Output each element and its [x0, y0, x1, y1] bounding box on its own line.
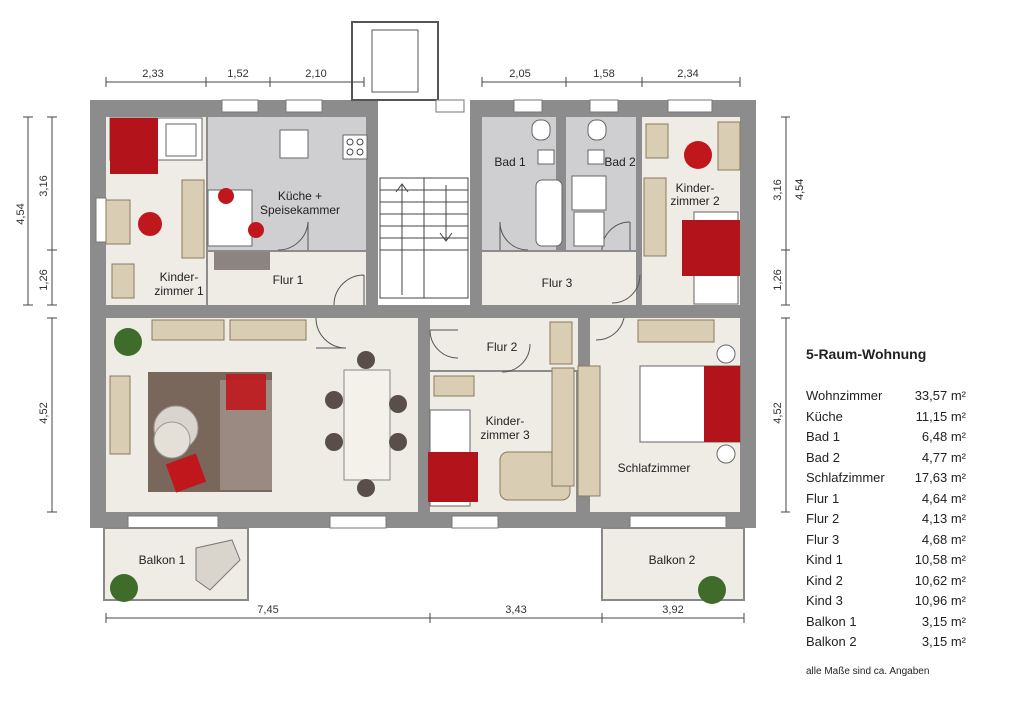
living-furniture: [109, 319, 407, 497]
legend-room-name: Kind 1: [806, 552, 843, 567]
dim-left-4: 4,52: [38, 402, 50, 423]
kinder1-furniture: [105, 117, 205, 299]
label-balkon1: Balkon 1: [139, 553, 186, 567]
room-flur3: [482, 252, 636, 305]
legend-room-name: Wohnzimmer: [806, 388, 883, 403]
label-kueche-a: Küche +: [278, 189, 322, 203]
legend-room-area: 11,15 m²: [915, 408, 966, 424]
label-kinder1-b: zimmer 1: [154, 284, 204, 298]
label-kinder3-a: Kinder-: [486, 414, 525, 428]
lounge-chair: [195, 539, 241, 591]
legend-room-name: Flur 3: [806, 531, 840, 547]
dim-bottom-2: 3,43: [505, 604, 526, 616]
dim-top-3: 2,10: [305, 68, 326, 80]
kinder2-furniture: [643, 121, 741, 305]
roof-hatch: [351, 21, 439, 101]
dim-right-2: 4,54: [794, 178, 806, 200]
dim-right-3: 1,26: [772, 269, 784, 290]
dimension-lines: [23, 77, 790, 623]
legend-room-area: 33,57 m²: [914, 388, 966, 403]
kitchen-fixtures: [207, 129, 368, 270]
legend-row: Bad 1 6,48 m²: [806, 427, 966, 448]
staircase: [379, 177, 469, 299]
legend-room-area: 4,64 m²: [921, 490, 966, 506]
legend-row: Schlafzimmer 17,63 m²: [806, 468, 966, 489]
windows: [95, 99, 727, 529]
legend-room-area: 4,68 m²: [921, 531, 966, 547]
dim-bottom-1: 7,45: [257, 604, 278, 616]
dim-bottom-3: 3,92: [662, 604, 683, 616]
legend-row: Balkon 2 3,15 m²: [806, 632, 966, 653]
bath-fixtures: [531, 119, 607, 247]
label-flur2: Flur 2: [487, 340, 518, 354]
dim-top-6: 2,34: [677, 68, 698, 80]
label-kinder2-a: Kinder-: [676, 181, 715, 195]
dim-left-2: 3,16: [38, 175, 50, 196]
dim-top-1: 2,33: [142, 68, 163, 80]
legend-row: Kind 3 10,96 m²: [806, 591, 966, 612]
dim-top-4: 2,05: [509, 68, 530, 80]
legend-room-area: 10,96 m²: [914, 593, 966, 608]
legend-row: Flur 2 4,13 m²: [806, 509, 966, 530]
legend-room-name: Balkon 2: [806, 634, 857, 649]
legend-room-area: 17,63 m²: [914, 470, 966, 485]
legend-room-area: 4,77 m²: [921, 449, 966, 465]
dim-top-5: 1,58: [593, 68, 614, 80]
legend-room-area: 4,13 m²: [921, 511, 966, 526]
legend-rows: Wohnzimmer 33,57 m² Küche 11,15 m² Bad 1 6,48…: [806, 386, 966, 653]
label-flur3: Flur 3: [542, 276, 573, 290]
legend-room-name: Flur 1: [806, 490, 840, 506]
dim-left-3: 1,26: [38, 269, 50, 290]
bedroom-furniture: [428, 319, 741, 507]
legend-room-name: Kind 2: [806, 572, 843, 588]
legend-room-area: 3,15 m²: [921, 634, 966, 649]
dim-right-4: 4,52: [772, 402, 784, 423]
legend-row: Wohnzimmer 33,57 m²: [806, 386, 966, 407]
legend-room-name: Balkon 1: [806, 613, 857, 629]
label-schlaf: Schlafzimmer: [618, 461, 691, 475]
legend-row: Küche 11,15 m²: [806, 407, 966, 428]
legend-title: 5-Raum-Wohnung: [806, 346, 927, 362]
label-bad1: Bad 1: [494, 155, 526, 169]
dim-top-2: 1,52: [227, 68, 248, 80]
legend-room-area: 10,62 m²: [914, 572, 966, 588]
legend-room-area: 6,48 m²: [921, 429, 966, 444]
legend-room-name: Bad 1: [806, 429, 840, 444]
label-flur1: Flur 1: [273, 273, 304, 287]
legend-room-area: 3,15 m²: [921, 613, 966, 629]
label-kinder1-a: Kinder-: [160, 270, 199, 284]
dim-right-1: 3,16: [772, 179, 784, 200]
legend-row: Bad 2 4,77 m²: [806, 448, 966, 469]
legend-row: Flur 1 4,64 m²: [806, 489, 966, 510]
dim-left-1: 4,54: [15, 203, 27, 224]
legend-room-name: Flur 2: [806, 511, 840, 526]
label-balkon2: Balkon 2: [649, 553, 696, 567]
legend-room-name: Kind 3: [806, 593, 843, 608]
plant: [110, 574, 138, 602]
legend-row: Flur 3 4,68 m²: [806, 530, 966, 551]
label-kueche-b: Speisekammer: [260, 203, 340, 217]
legend-room-name: Küche: [806, 408, 843, 424]
legend-row: Balkon 1 3,15 m²: [806, 612, 966, 633]
floor-plan: Kinder- zimmer 1 Küche + Speisekammer Fl…: [15, 21, 790, 623]
plant: [698, 576, 726, 604]
label-kinder2-b: zimmer 2: [670, 194, 720, 208]
area-legend: 5-Raum-Wohnung Wohnzimmer 33,57 m² Küche 11…: [806, 346, 966, 653]
legend-room-area: 10,58 m²: [914, 552, 966, 567]
label-kinder3-b: zimmer 3: [480, 428, 530, 442]
label-bad2: Bad 2: [604, 155, 636, 169]
legend-room-name: Schlafzimmer: [806, 470, 885, 485]
legend-note: alle Maße sind ca. Angaben: [806, 666, 930, 677]
legend-room-name: Bad 2: [806, 449, 840, 465]
legend-row: Kind 2 10,62 m²: [806, 571, 966, 592]
legend-row: Kind 1 10,58 m²: [806, 550, 966, 571]
